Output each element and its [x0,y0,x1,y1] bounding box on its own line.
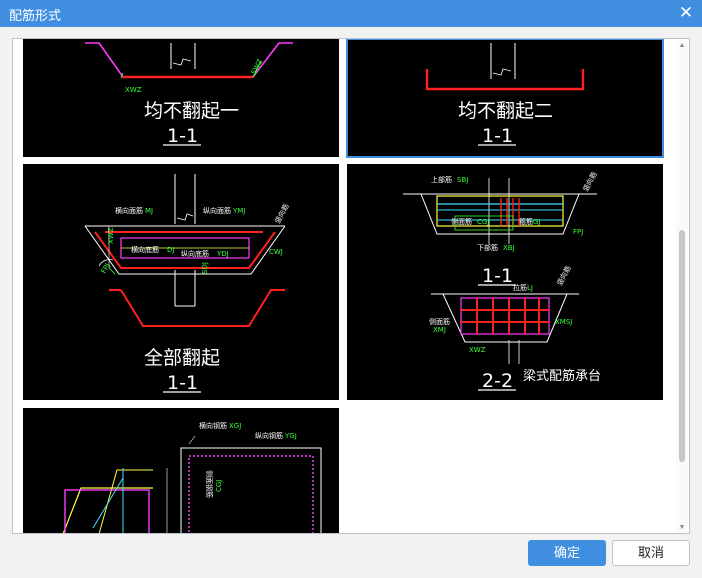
option-gallery: XWZ SWZ 均不翻起一 1-1 均不翻起二 1-1 [12,38,690,534]
option-tile-rect-cap[interactable]: 横向钢筋 XGJ 纵向钢筋 YGJ 侧面钢筋 CGJ [23,408,339,533]
close-icon[interactable]: ✕ [678,3,694,22]
code-label: XMSJ [555,318,572,326]
option-tile-beam-pile-cap[interactable]: 上部筋 SBJ 侧面筋 CGJ 箍筋 GJ 下部筋 XBJ 竖向筋 FPJ 1-… [347,164,663,400]
code-label: XBJ [503,244,515,252]
code-label: XWZ [125,86,142,94]
scroll-down-icon[interactable]: ▼ [678,524,686,531]
option-tile-all-bend-up[interactable]: 横向面筋 MJ 纵向面筋 YMJ 横向底筋 DJ 纵向底筋 YDJ 竖向筋 XW… [23,164,339,400]
option-diagram: 均不翻起二 1-1 [425,43,585,147]
label-slope-bar: 竖向筋 [581,170,599,193]
dialog-titlebar: 配筋形式 ✕ [0,0,702,27]
code-label: CGJ [215,480,223,492]
label-transverse-bar: 横向钢筋 [199,421,227,430]
code-label: CWJ [269,248,283,256]
option-title: 梁式配筋承台 [523,368,601,384]
label-side-bar: 侧面钢筋 [205,470,214,498]
scroll-up-icon[interactable]: ▲ [678,42,686,49]
option-diagram: XWZ SWZ 均不翻起一 1-1 [85,42,293,147]
code-label: YDJ [216,250,229,258]
code-label: MJ [145,207,153,215]
label-side-bar-2: 侧面筋 [429,317,450,326]
section-label: 1-1 [167,125,198,147]
section-label: 1-1 [482,125,513,147]
code-label: SBJ [457,176,468,184]
code-label: DJ [167,246,174,254]
code-label: YMJ [232,207,245,215]
code-label: CGJ [477,218,489,226]
code-label: GJ [533,218,541,226]
label-top-transverse: 横向面筋 [115,206,143,215]
option-diagram: 横向面筋 MJ 纵向面筋 YMJ 横向底筋 DJ 纵向底筋 YDJ 竖向筋 XW… [84,174,291,394]
option-tile-uniform-no-bend-2[interactable]: 均不翻起二 1-1 [346,39,664,158]
option-tile-uniform-no-bend-1[interactable]: XWZ SWZ 均不翻起一 1-1 [23,39,339,157]
section-label: 1-1 [167,372,198,394]
code-label: SWZ [250,58,265,76]
label-side-bar: 侧面筋 [451,217,472,226]
code-label: XWZ [469,346,486,354]
section-label: 1-1 [482,265,513,287]
label-top-longitudinal: 纵向面筋 [203,206,231,215]
label-tie-bar: 拉筋 [513,283,527,292]
option-title: 全部翻起 [144,347,220,369]
section-label: 2-2 [482,370,513,392]
vertical-scrollbar[interactable]: ▲ ▼ [676,40,688,533]
dialog-title: 配筋形式 [9,8,62,23]
label-bottom-transverse: 横向底筋 [131,245,159,254]
label-bottom-longitudinal: 纵向底筋 [181,249,209,258]
code-label: YGJ [284,432,297,440]
code-label: XGJ [229,422,241,430]
label-stirrup: 箍筋 [519,217,533,226]
scrollbar-thumb[interactable] [679,230,685,462]
label-lower-bar: 下部筋 [477,243,498,252]
code-label: XMJ [433,326,446,334]
label-slope-bar-2: 竖向筋 [555,264,573,287]
code-label: FPJ [100,262,112,275]
code-label: SDJ [201,262,209,274]
label-longitudinal-bar: 纵向钢筋 [255,431,283,440]
code-label: FPJ [573,228,583,236]
code-label: LJ [527,284,533,292]
label-slope-bar: 竖向筋 [273,202,291,225]
option-diagram: 横向钢筋 XGJ 纵向钢筋 YGJ 侧面钢筋 CGJ [62,421,322,533]
label-upper-bar: 上部筋 [431,175,452,184]
cancel-button[interactable]: 取消 [612,540,690,566]
option-title: 均不翻起二 [458,100,553,122]
option-diagram: 上部筋 SBJ 侧面筋 CGJ 箍筋 GJ 下部筋 XBJ 竖向筋 FPJ 1-… [403,170,601,392]
option-title: 均不翻起一 [144,100,239,122]
ok-button[interactable]: 确定 [528,540,606,566]
code-label: XWZ [107,227,115,244]
